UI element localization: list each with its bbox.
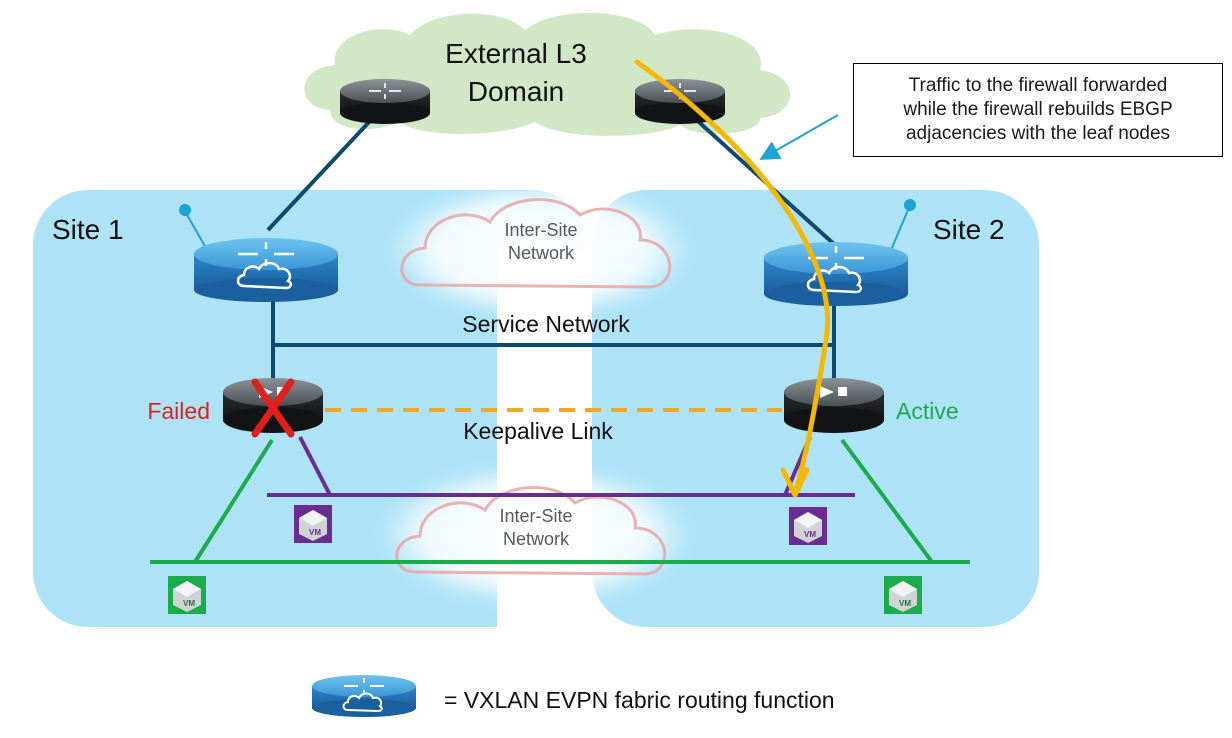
purple-link-fw1	[298, 436, 332, 496]
external-router-2	[635, 79, 725, 124]
intersite-cloud-bottom: Inter-Site Network	[380, 465, 690, 605]
vm-label: VM	[183, 599, 195, 608]
cloud-icon	[342, 692, 383, 713]
callout-line2: while the firewall rebuilds EBGP	[903, 99, 1173, 120]
firewall-play-icon	[820, 386, 834, 398]
cloud-icon	[236, 261, 293, 290]
router-arrows-icon	[238, 242, 294, 266]
service-network-label: Service Network	[462, 311, 630, 337]
router-arrows-icon	[344, 678, 384, 694]
external-l3-line1: External L3	[445, 38, 587, 69]
callout-box: Traffic to the firewall forwarded while …	[853, 63, 1223, 157]
failed-status-label: Failed	[147, 398, 210, 424]
green-link-fw2	[840, 438, 934, 564]
vm-label: VM	[804, 530, 816, 539]
vm-label: VM	[309, 528, 321, 537]
intersite-top-line1: Inter-Site	[504, 220, 577, 240]
firewall-failed	[223, 378, 323, 438]
intersite-bottom-line1: Inter-Site	[499, 506, 572, 526]
link-ext-r1-site1	[266, 103, 387, 232]
legend-text: = VXLAN EVPN fabric routing function	[444, 687, 835, 713]
vm-label: VM	[899, 599, 911, 608]
link-ext-r2-site2	[678, 103, 837, 247]
keepalive-link-label: Keepalive Link	[463, 418, 613, 444]
router-arrows-icon	[369, 83, 401, 99]
site2-fabric-router	[764, 199, 916, 306]
vm-green-site2: VM	[884, 576, 922, 614]
legend-router-icon	[312, 675, 416, 717]
active-status-label: Active	[896, 398, 959, 424]
vm-green-site1: VM	[168, 576, 206, 614]
external-router-1	[340, 79, 430, 124]
site1-label: Site 1	[52, 214, 124, 245]
external-l3-line2: Domain	[468, 76, 564, 107]
intersite-top-line2: Network	[508, 243, 575, 263]
site1-fabric-router	[179, 204, 338, 302]
site2-label: Site 2	[933, 214, 1005, 245]
firewall-active	[784, 378, 884, 433]
cloud-icon	[806, 265, 863, 294]
links	[150, 103, 970, 564]
green-link-fw1	[193, 438, 274, 564]
traffic-flow-arrow	[634, 59, 830, 498]
callout-line1: Traffic to the firewall forwarded	[908, 75, 1168, 96]
callout-pointer-arrow	[759, 114, 839, 160]
failed-x-icon	[251, 378, 295, 438]
vm-purple-site2: VM	[789, 507, 827, 545]
callout-line3: adjacencies with the leaf nodes	[905, 123, 1171, 144]
vm-purple-site1: VM	[294, 505, 332, 543]
intersite-bottom-line2: Network	[503, 529, 570, 549]
intersite-cloud-top: Inter-Site Network	[390, 182, 690, 318]
